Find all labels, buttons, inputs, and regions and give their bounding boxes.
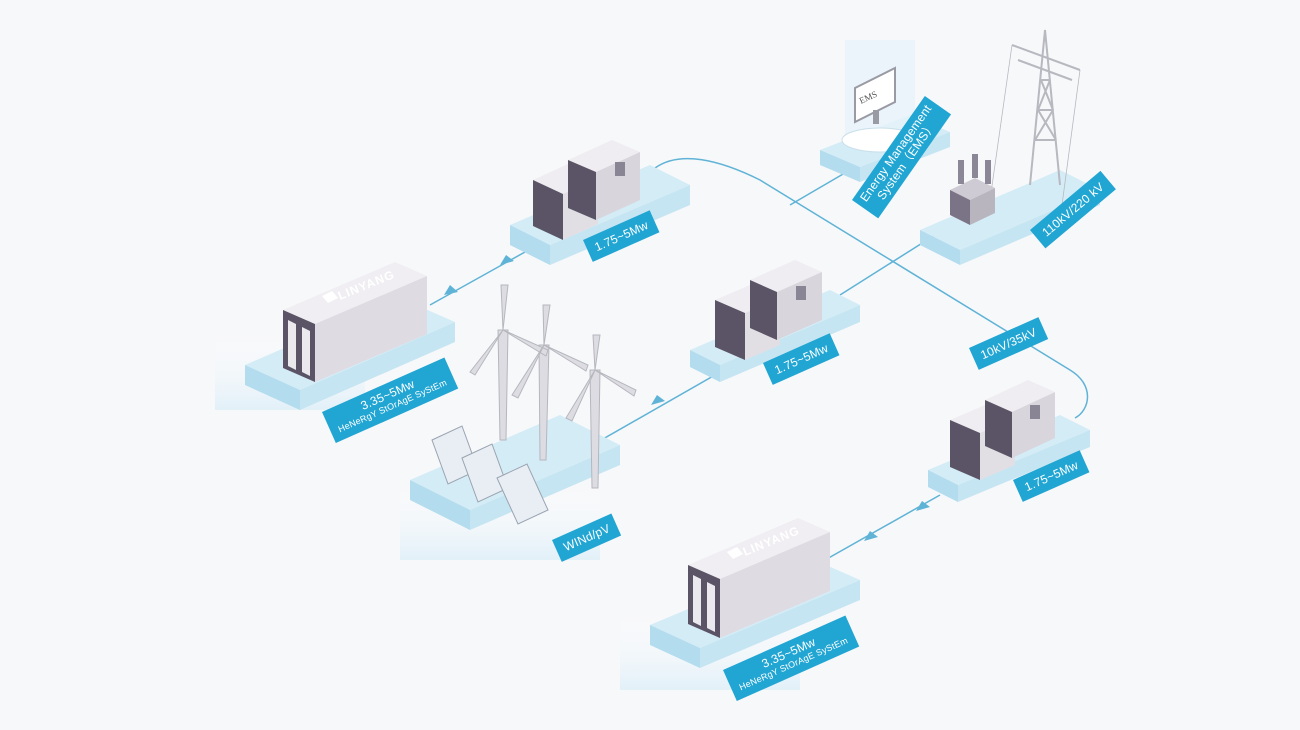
pcs-middle-node [690,260,860,382]
storage-container: LINYANG [283,262,427,382]
wind-pv-node [400,284,637,560]
storage-left-node: LINYANG [215,262,455,410]
solar-panel-icon [431,425,549,525]
wind-turbine-icon [469,284,637,489]
loop-line [654,157,1089,419]
arrow-icon [500,255,514,265]
transmission-tower-icon [989,29,1081,221]
link-ems [789,169,851,206]
arrow-icon [916,501,930,511]
monitor-icon: EMS [854,66,896,124]
storage-bottom-node: LINYANG [620,518,860,690]
arrow-icon [651,395,665,405]
transformer-icon [950,154,995,225]
storage-container: LINYANG [688,518,830,638]
cabinet-right [750,260,822,340]
arrow-icon [444,285,458,295]
logo-icon [727,547,743,559]
cabinet-right [568,140,640,220]
flow-arrows [444,255,930,541]
cabinet-right [985,380,1055,458]
link-middle-to-grid [839,234,936,296]
pcs-right-node [928,380,1090,502]
arrow-icon [864,531,878,541]
logo-icon [322,291,338,303]
